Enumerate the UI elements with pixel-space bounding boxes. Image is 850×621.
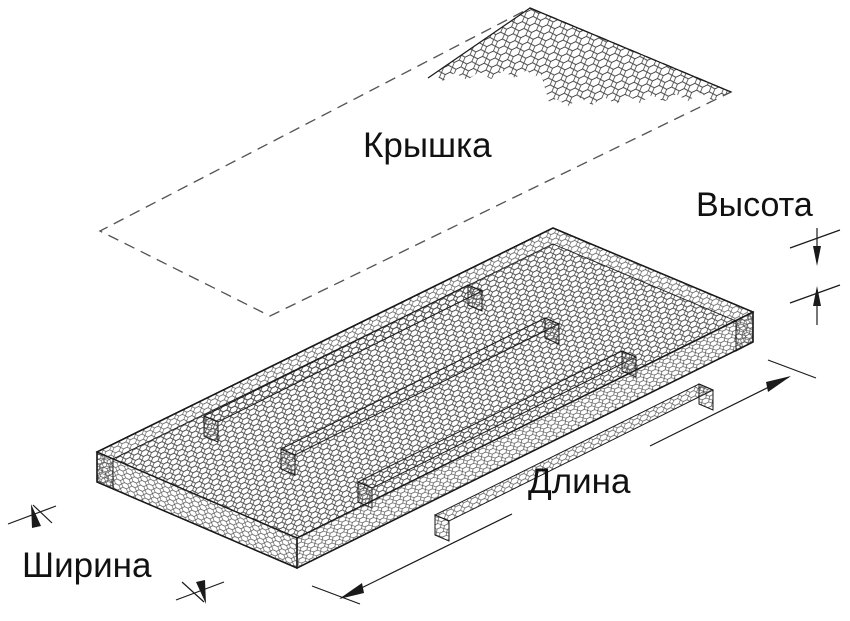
length-ext-line-left [311,585,361,605]
label-height: Высота [696,186,813,224]
width-dim-line-upper [32,504,53,524]
length-dim-line-lower [340,513,513,599]
lid-assembly [98,7,733,317]
height-arrowhead-down [813,246,821,266]
length-arrowhead-lower [339,583,364,599]
box-top-back-edges [96,227,554,568]
height-ext-line-top [789,229,841,249]
label-width: Ширина [22,546,152,585]
width-arrowhead-lower [196,580,206,604]
height-ext-line-bottom [789,284,841,304]
length-arrowhead-upper [766,376,791,392]
dimension-length [311,359,817,605]
height-arrowhead-up [813,286,821,306]
label-length: Длина [528,462,631,501]
width-arrowhead-upper [31,504,41,528]
lid-mesh-edges [427,7,732,93]
width-dim-line-lower [181,581,205,603]
gabion-box [95,227,755,570]
length-ext-line-right [767,359,817,379]
lid-mesh [428,8,731,106]
box-diaphragms [202,284,715,542]
label-lid: Крышка [363,126,492,165]
diaphragm-2 [279,317,561,476]
dimension-width [7,504,225,604]
dimension-height [789,228,841,325]
diaphragm-4 [433,383,715,542]
length-dim-line-upper [649,376,790,447]
width-ext-line-lower [175,581,225,601]
diaphragm-1 [202,284,484,443]
